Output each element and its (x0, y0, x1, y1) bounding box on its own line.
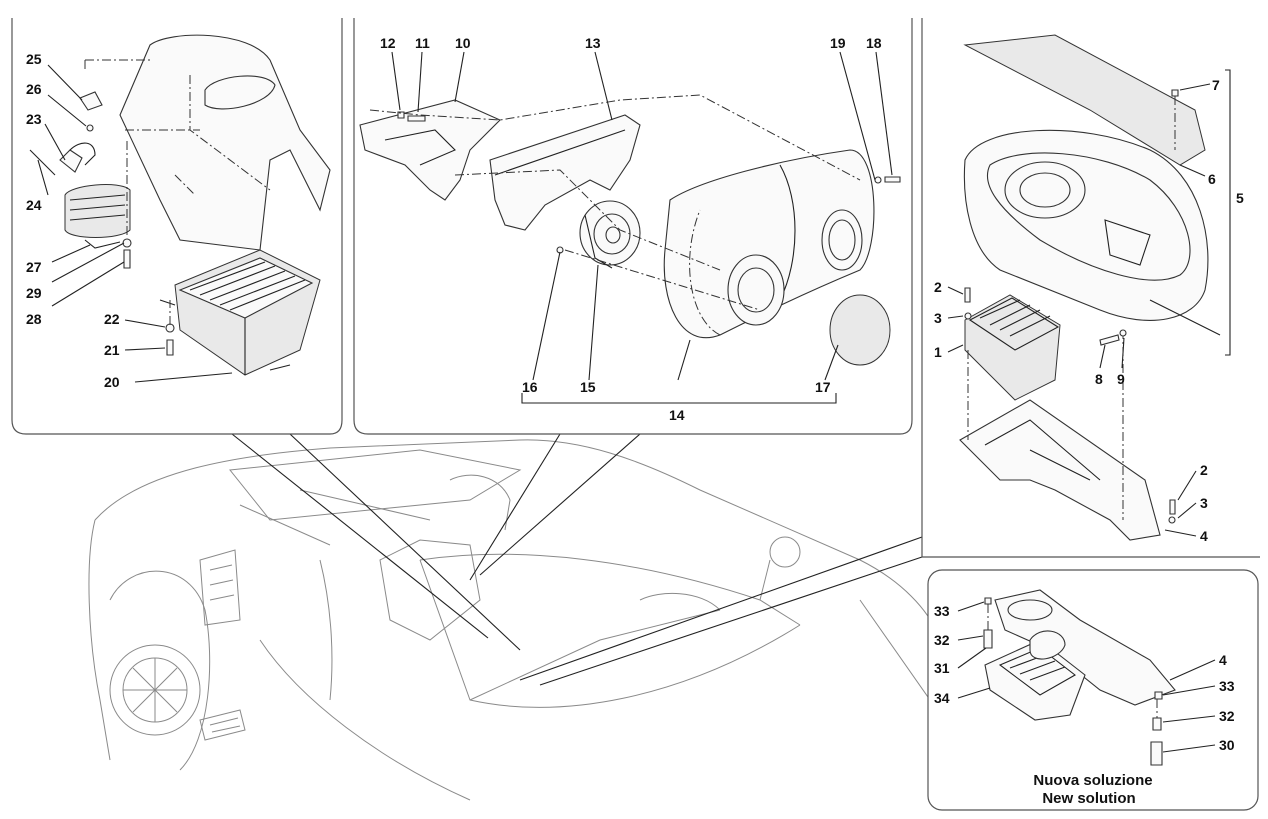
callout-16: 16 (522, 379, 538, 395)
new-solution-parts (983, 589, 1176, 766)
callout-7: 7 (1212, 77, 1220, 93)
callout-9: 9 (1117, 371, 1125, 387)
center-panel-parts (359, 94, 901, 404)
callout-20: 20 (104, 374, 120, 390)
callout-2b: 2 (1200, 462, 1208, 478)
callout-12: 12 (380, 35, 396, 51)
callout-22: 22 (104, 311, 120, 327)
callout-31: 31 (934, 660, 950, 676)
callout-1: 1 (934, 344, 942, 360)
callout-3: 3 (934, 310, 942, 326)
callout-18: 18 (866, 35, 882, 51)
callout-25: 25 (26, 51, 42, 67)
callout-3b: 3 (1200, 495, 1208, 511)
panel-leader-lines (231, 433, 923, 686)
callout-13: 13 (585, 35, 601, 51)
new-solution-caption-en: New solution (1042, 790, 1135, 807)
callout-5: 5 (1236, 190, 1244, 206)
callout-2: 2 (934, 279, 942, 295)
right-panel-parts (959, 34, 1231, 541)
callout-15: 15 (580, 379, 596, 395)
callout-11: 11 (415, 35, 430, 51)
new-solution-caption-it: Nuova soluzione (1033, 772, 1152, 789)
labels-right-panel: 7 6 5 2 3 1 8 9 2 3 4 (934, 77, 1244, 544)
callout-4-new: 4 (1219, 652, 1227, 668)
labels-new-solution: 33 32 31 34 4 33 32 30 Nuova soluzione N… (934, 603, 1235, 807)
callout-17: 17 (815, 379, 831, 395)
callout-8: 8 (1095, 371, 1103, 387)
callout-10: 10 (455, 35, 471, 51)
callout-33: 33 (934, 603, 950, 619)
label-leaders (37, 51, 1216, 753)
callout-32b: 32 (1219, 708, 1235, 724)
callout-21: 21 (104, 342, 120, 358)
callout-19: 19 (830, 35, 846, 51)
car-outline (88, 439, 941, 801)
callout-34: 34 (934, 690, 950, 706)
callout-30: 30 (1219, 737, 1235, 753)
callout-6: 6 (1208, 171, 1216, 187)
callout-23: 23 (26, 111, 42, 127)
labels-left-panel: 25 26 23 24 27 29 28 22 21 20 (26, 51, 120, 390)
callout-29: 29 (26, 285, 42, 301)
labels-center-panel: 12 11 10 13 19 18 16 15 14 17 (380, 35, 882, 423)
callout-32: 32 (934, 632, 950, 648)
callout-27: 27 (26, 259, 42, 275)
callout-14: 14 (669, 407, 685, 423)
callout-24: 24 (26, 197, 42, 213)
callout-4: 4 (1200, 528, 1208, 544)
callout-33b: 33 (1219, 678, 1235, 694)
callout-26: 26 (26, 81, 42, 97)
callout-28: 28 (26, 311, 42, 327)
left-panel-parts (29, 34, 331, 376)
